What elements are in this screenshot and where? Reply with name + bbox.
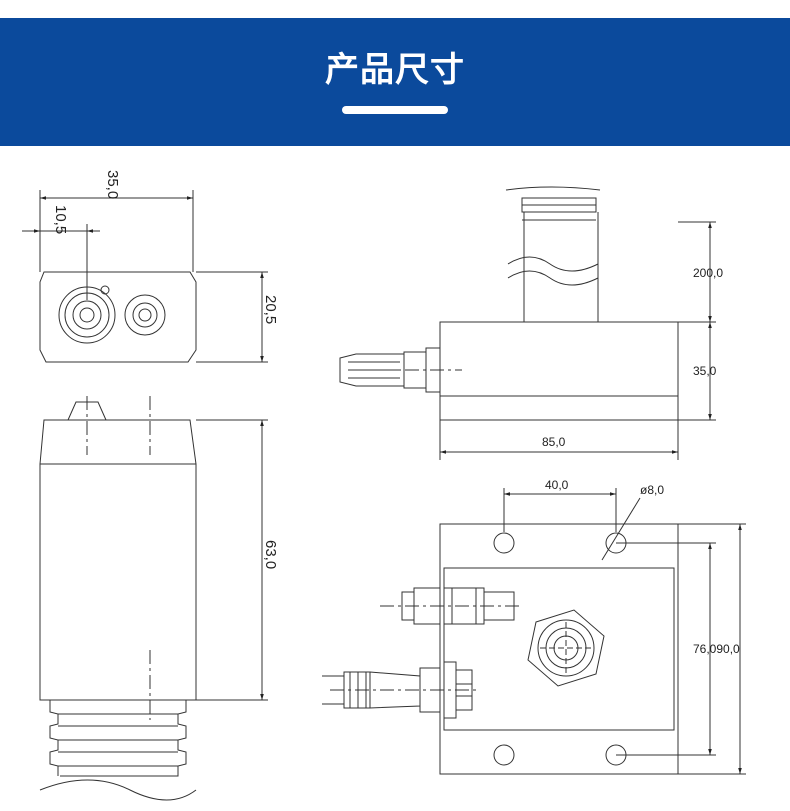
title-underline [342,106,448,114]
side-right-view [339,186,716,460]
dim-body-height: 63,0 [262,540,279,569]
header-banner [0,18,790,146]
page-title: 产品尺寸 [325,50,465,90]
dim-width-total: 35,0 [104,170,121,199]
top-right-plate-view [322,488,746,775]
dim-hole-diameter: ø8,0 [640,483,664,497]
dim-top-height: 20,5 [262,295,279,324]
dim-side-height: 35,0 [693,364,717,378]
dim-plate-heights: 76,090,0 [693,642,740,656]
dim-body-length: 85,0 [542,435,566,449]
dim-cable-length: 200,0 [693,266,723,280]
front-left-view [39,396,268,801]
dim-offset: 10,5 [52,205,69,234]
top-left-view [22,190,268,363]
dim-hole-spacing: 40,0 [545,478,569,492]
